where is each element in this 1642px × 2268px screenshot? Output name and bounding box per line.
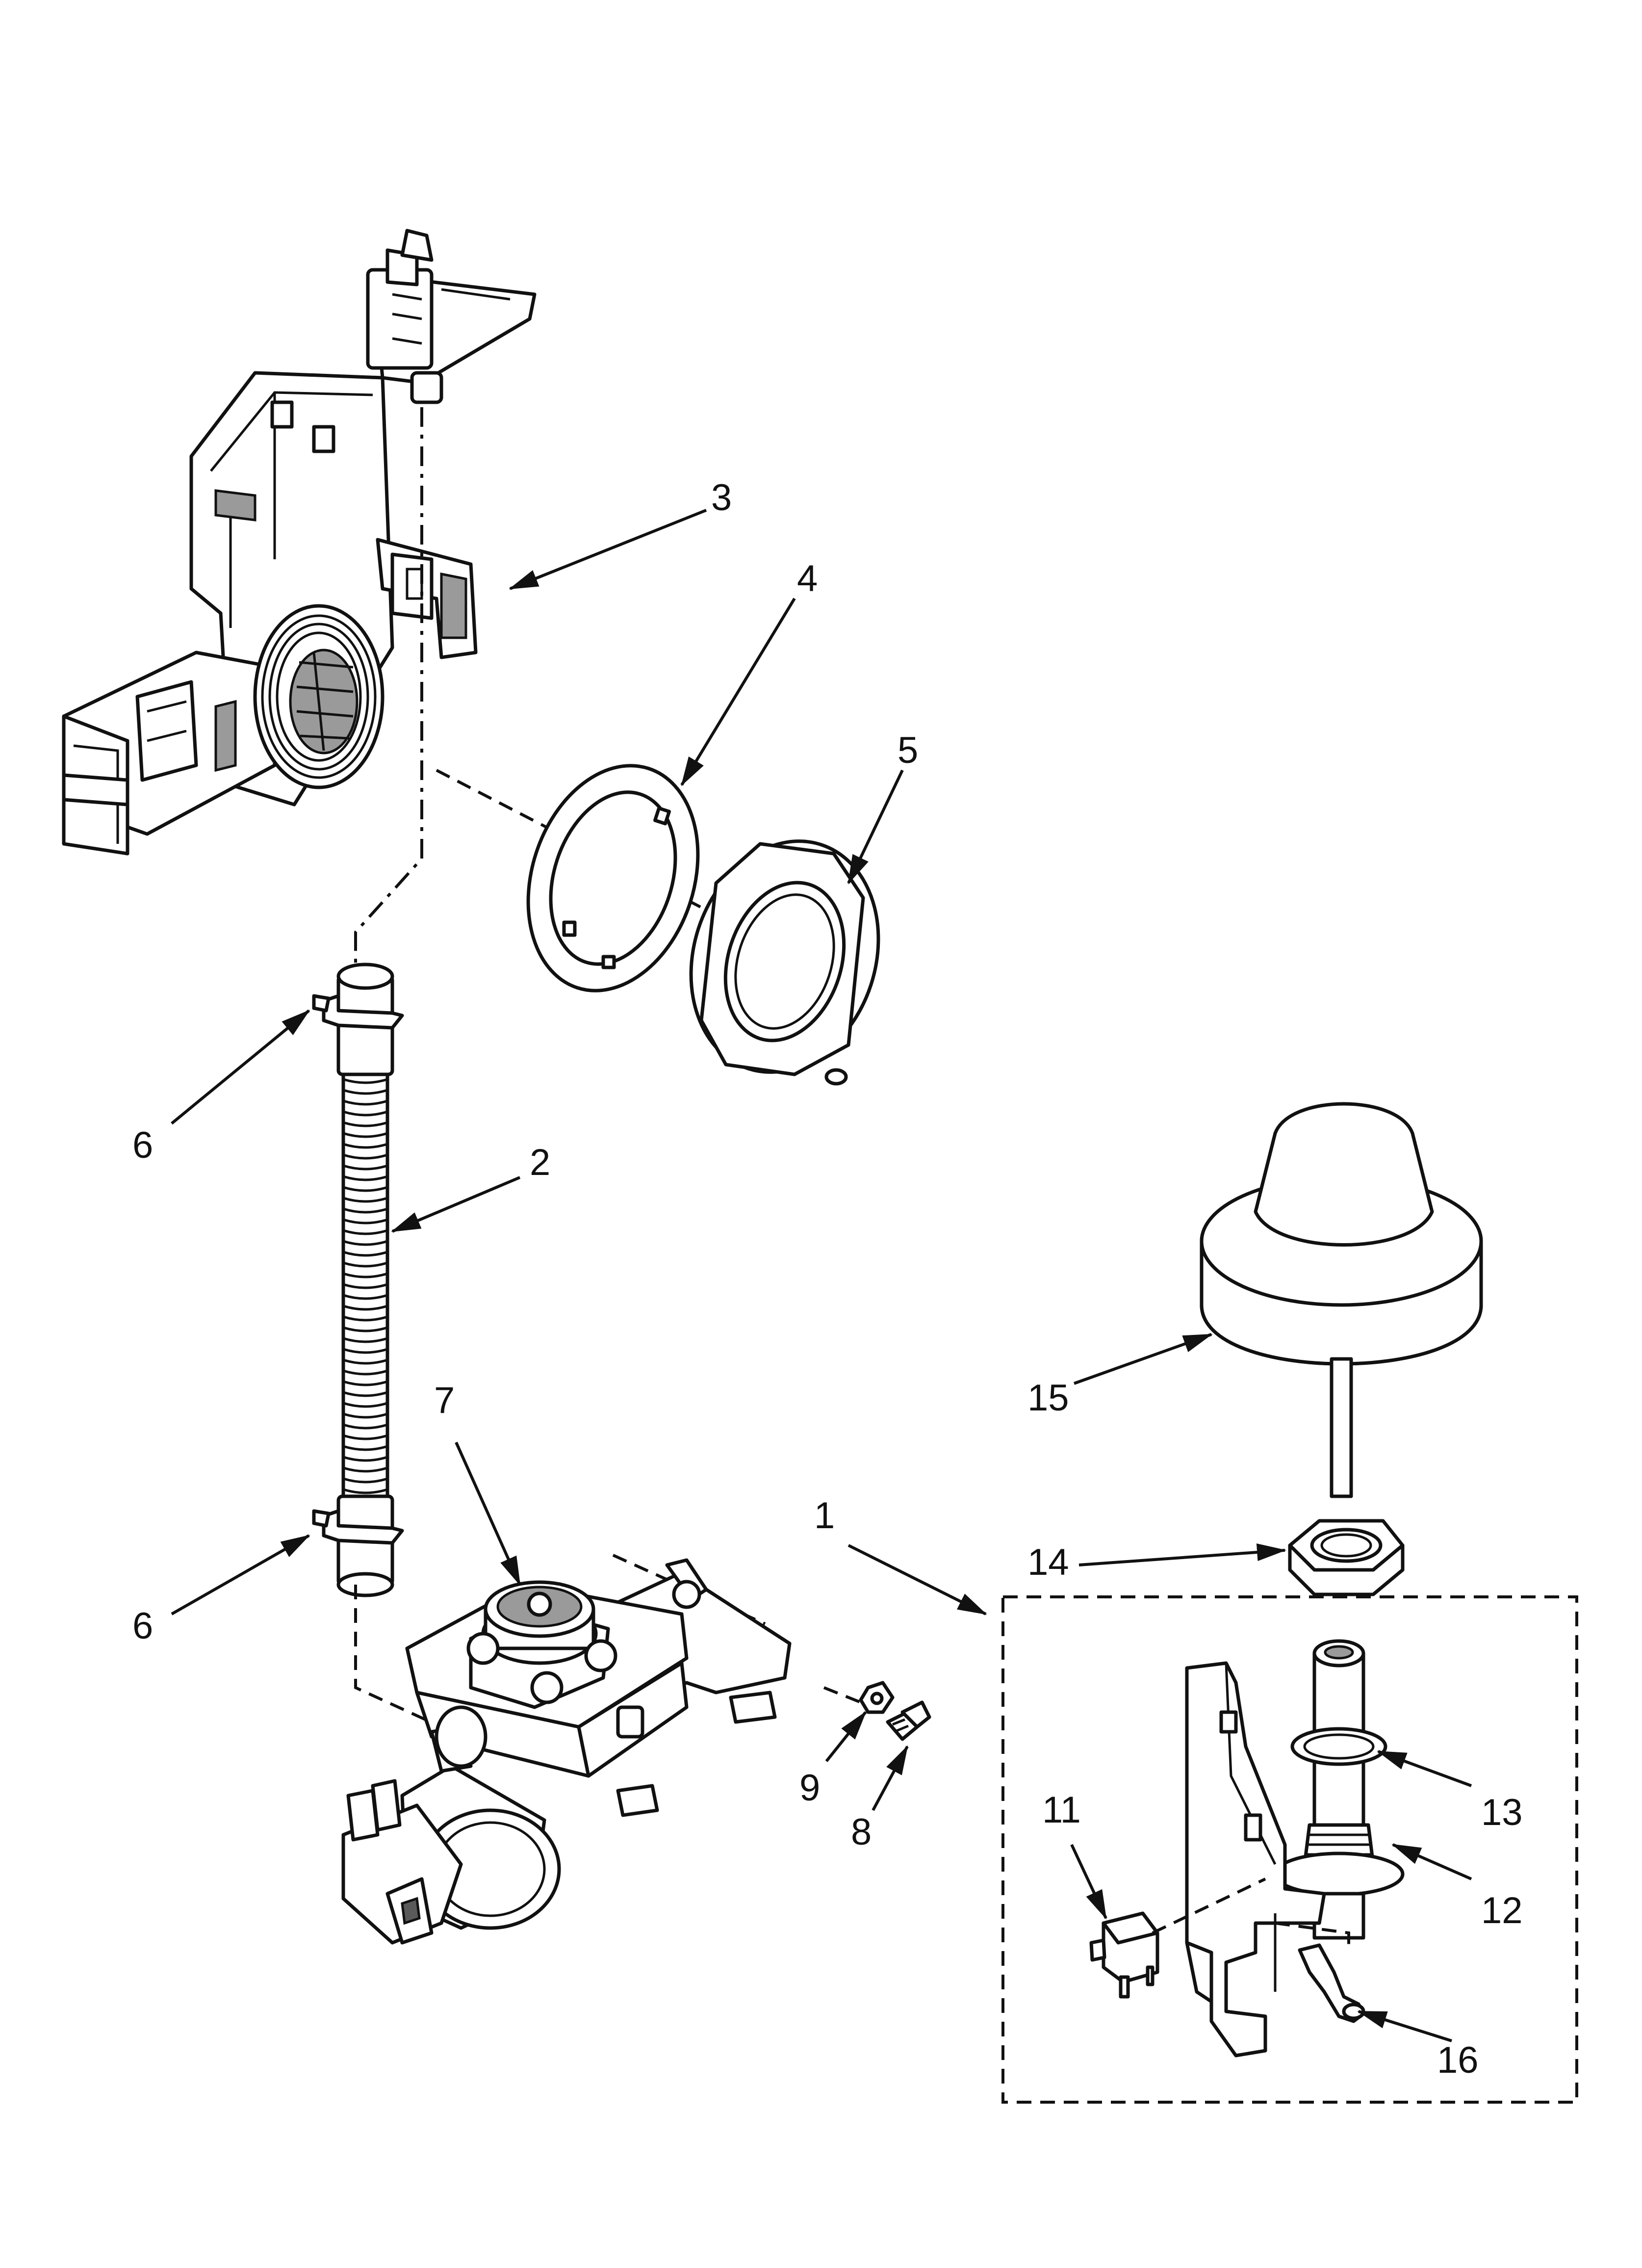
leader-3 [509,509,707,590]
leader-9 [825,1711,867,1762]
switch-bracket [1185,1661,1326,2058]
hose-rib [343,1456,388,1462]
hose-rib [343,1358,388,1365]
part-4-gasket [526,764,700,992]
centerline-3-to-hose [354,407,423,976]
hose-rib [343,1132,388,1138]
leader-11 [1070,1844,1107,1920]
hose-rib [343,1477,388,1484]
hose-rib [343,1089,388,1095]
hose-rib [343,1283,388,1289]
hose-rib [343,1110,388,1117]
hose-rib [343,1251,388,1257]
part-9-washer [859,1681,895,1714]
centerline-hose-to-valve [354,1585,442,1728]
hose-rib [343,1218,388,1225]
callout-1: 1 [814,1495,835,1537]
hose-rib [343,1369,388,1376]
leader-5 [847,769,904,885]
callout-4: 4 [797,558,818,600]
part-7-valve [341,1558,792,1945]
hose-rib [343,1423,388,1430]
callout-9: 9 [799,1767,820,1809]
hose-rib [343,1078,388,1084]
hose-rib [343,1272,388,1278]
hose-rib [343,1434,388,1440]
hose-rib [343,1315,388,1322]
leader-1 [847,1544,987,1616]
hose-rib [343,1207,388,1214]
hose-rib [343,1164,388,1171]
callout-5: 5 [898,730,918,771]
hose-rib [343,1143,388,1149]
callout-12: 12 [1481,1890,1523,1931]
hose-rib [343,1412,388,1419]
hose-rib [343,1348,388,1354]
hose-rib [343,1466,388,1473]
hose-rib [343,1240,388,1246]
part-3-housing [62,229,537,856]
part-15-float [1200,1102,1483,1498]
leader-15 [1073,1333,1213,1385]
callout-16: 16 [1437,2039,1479,2081]
centerline-lever [1275,1922,1350,1948]
part-2-hose [312,963,404,1597]
hose-rib [343,1186,388,1192]
callout-labels: 3 4 5 6 2 6 7 9 8 1 15 14 13 12 11 16 [132,477,1523,2081]
centerline-screw [823,1686,874,1709]
hose-rib [343,1153,388,1160]
callout-14: 14 [1027,1541,1069,1583]
hose-rib [343,1402,388,1408]
hose-rib [343,1380,388,1386]
leader-7 [455,1441,521,1586]
leader-4 [680,598,796,786]
leader-16 [1357,2010,1452,2042]
callout-3: 3 [711,477,732,519]
callout-6a: 6 [132,1124,153,1166]
leader-12 [1391,1843,1472,1880]
part-12-13-stem [1273,1639,1405,1940]
hose-rib [343,1445,388,1451]
centerline-switch [1152,1877,1266,1934]
hose-rib [343,1261,388,1268]
hose-rib [343,1391,388,1397]
hose-rib [343,1099,388,1106]
callout-15: 15 [1027,1377,1069,1419]
leader-14 [1078,1543,1286,1566]
leader-8 [872,1745,909,1811]
part-11-switch [1089,1911,1159,1999]
part-8-screw [886,1700,931,1741]
hose-rib [343,1304,388,1311]
callout-11: 11 [1042,1789,1081,1831]
callout-13: 13 [1481,1792,1523,1833]
leader-13 [1377,1750,1472,1787]
part-5-nut [689,839,880,1086]
leader-6a [171,1009,310,1125]
part-16-lever [1298,1943,1365,2023]
hose-rib [343,1197,388,1203]
hose-rib [343,1337,388,1343]
callout-7: 7 [434,1380,455,1421]
callout-2: 2 [530,1142,550,1183]
leader-lines [171,509,1472,2042]
hose-rib [343,1121,388,1127]
hose-rib [343,1326,388,1332]
hose-rib [343,1488,388,1494]
callout-6b: 6 [132,1605,153,1647]
hose-rib [343,1175,388,1181]
hose-rib [343,1294,388,1300]
leader-2 [391,1176,521,1233]
part-14-nut [1288,1519,1405,1596]
hose-rib [343,1229,388,1235]
callout-8: 8 [851,1811,872,1853]
leader-6b [171,1534,310,1616]
assembly-1-boundary [1001,1595,1578,2104]
